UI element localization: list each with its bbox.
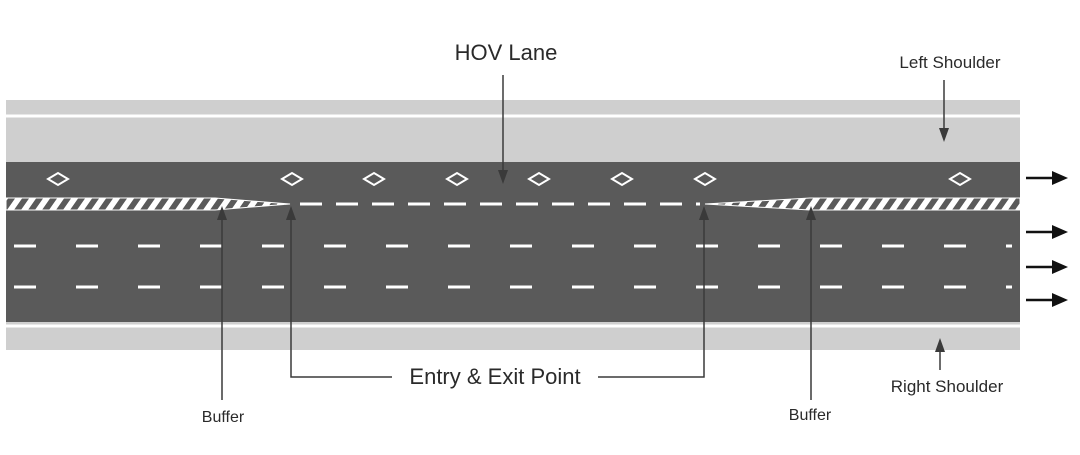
- arrow-right-icon: [1026, 260, 1068, 274]
- direction-arrows: [1026, 171, 1068, 307]
- diamond-icon: [46, 171, 70, 187]
- arrow-right-icon: [1026, 293, 1068, 307]
- left-shoulder-label: Left Shoulder: [899, 53, 1000, 72]
- entry-exit-leader: [286, 206, 709, 378]
- arrow-right-icon: [1026, 171, 1068, 185]
- buffer-stripe-left: [5, 197, 291, 211]
- buffer-leader-right: [806, 206, 816, 400]
- right-shoulder-label: Right Shoulder: [891, 377, 1004, 396]
- buffer-left-label: Buffer: [202, 409, 245, 426]
- left-shoulder: [6, 100, 1020, 162]
- hov-diamonds: [46, 171, 972, 187]
- diamond-icon: [362, 171, 386, 187]
- buffer-stripe-right: [704, 197, 1021, 211]
- diamond-icon: [693, 171, 717, 187]
- diamond-icon: [527, 171, 551, 187]
- diamond-icon: [948, 171, 972, 187]
- hov-lane-leader: [498, 75, 508, 184]
- left-shoulder-leader: [939, 80, 949, 142]
- hov-lane-label: HOV Lane: [455, 40, 558, 65]
- diamond-icon: [280, 171, 304, 187]
- diamond-icon: [445, 171, 469, 187]
- buffer-leader-left: [217, 206, 227, 400]
- buffer-right-label: Buffer: [789, 407, 832, 424]
- right-shoulder-leader: [935, 338, 945, 370]
- roadway: [6, 162, 1020, 322]
- entry-exit-label: Entry & Exit Point: [409, 364, 580, 389]
- arrow-right-icon: [1026, 225, 1068, 239]
- diamond-icon: [610, 171, 634, 187]
